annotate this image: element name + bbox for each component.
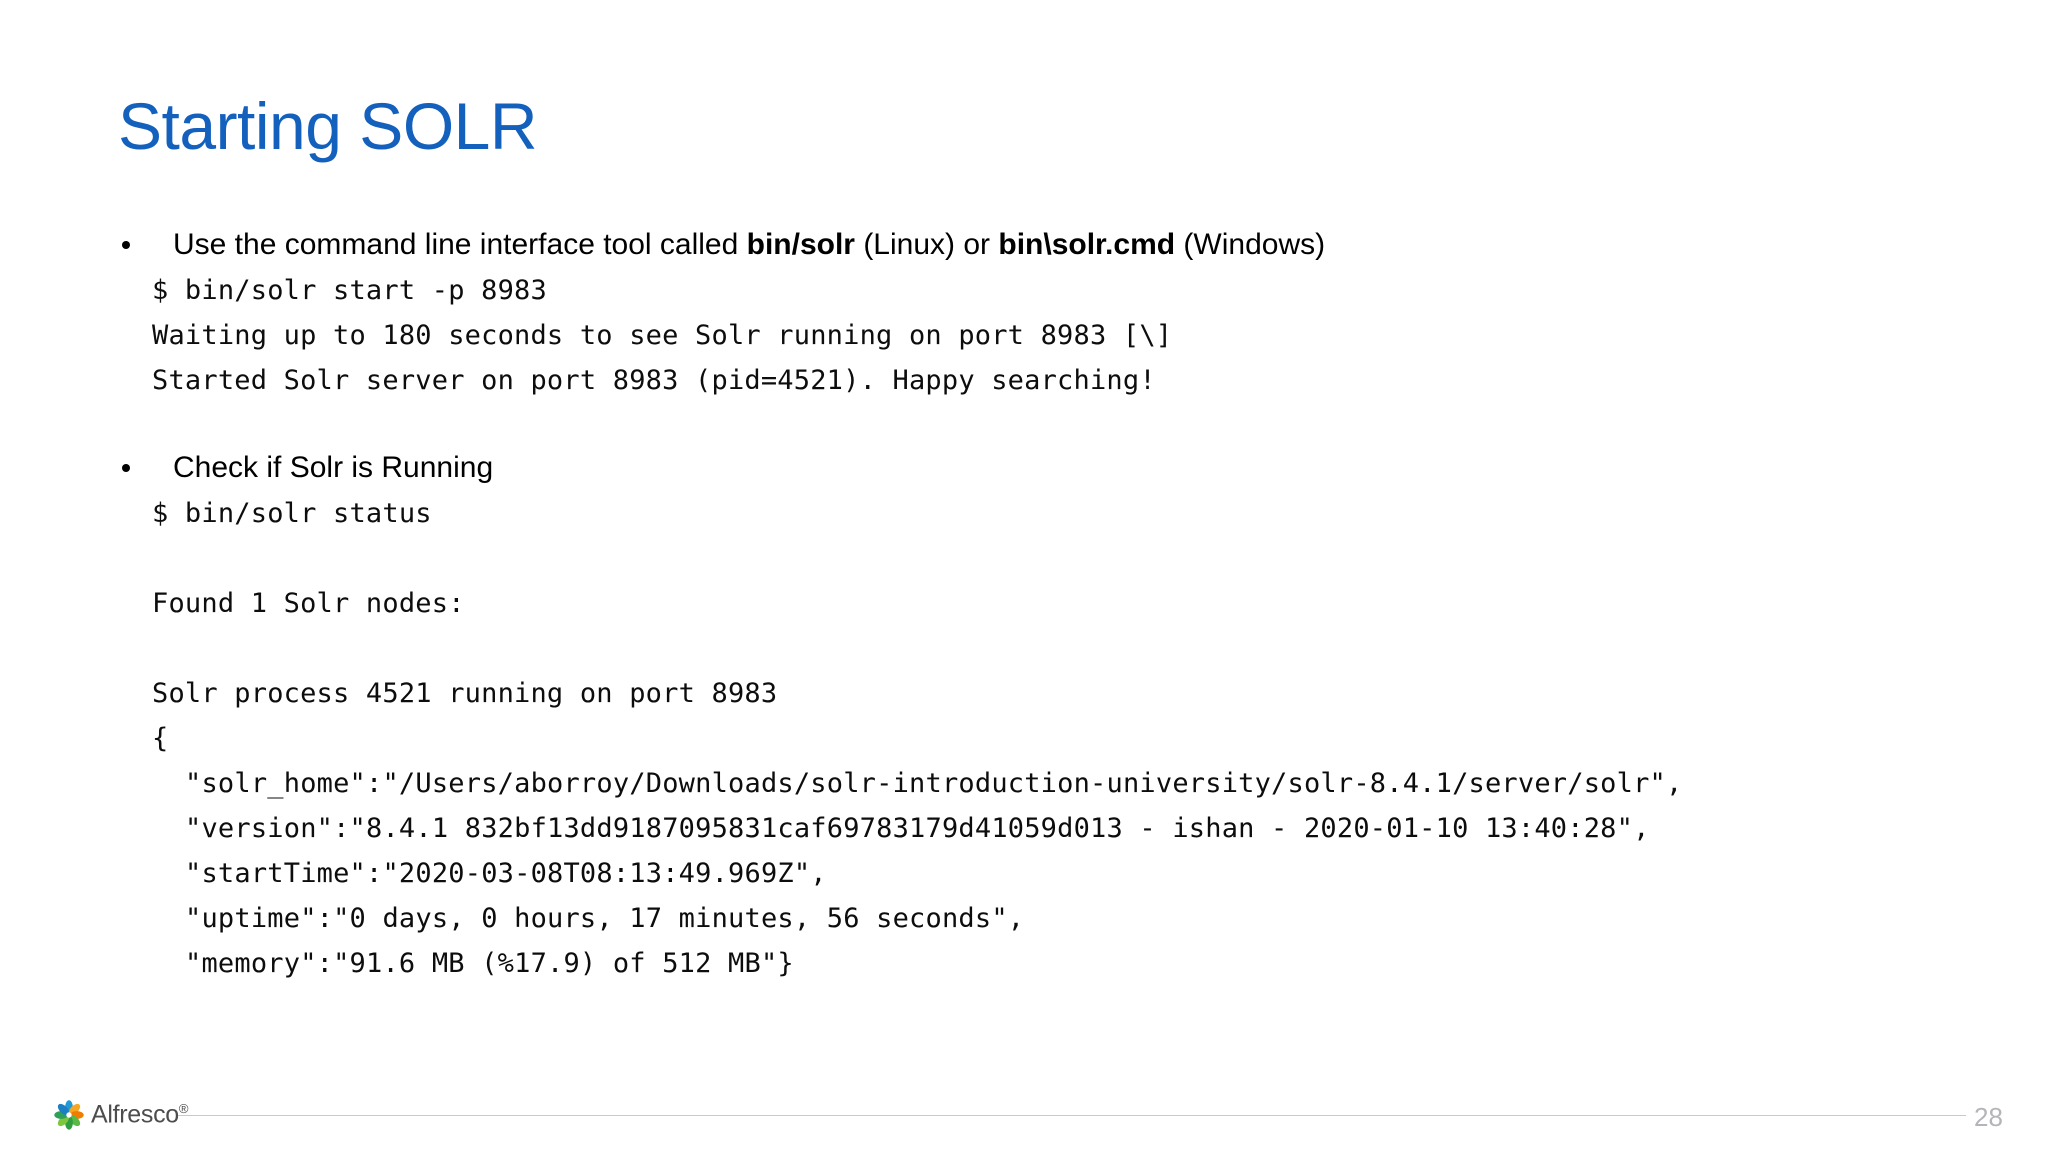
code-line-blank (0, 536, 2048, 581)
page-title: Starting SOLR (118, 89, 538, 163)
code-line-found-nodes: Found 1 Solr nodes: (152, 588, 465, 619)
bullet-item-label: Check if Solr is Running (173, 451, 494, 484)
bullet-item-use-cli: Use the command line interface tool call… (0, 222, 2048, 268)
bullet-item-check-running: Check if Solr is Running (0, 445, 2048, 491)
bullet-item-label: Use the command line interface tool call… (173, 227, 1325, 263)
bullet-text-bold-windows: bin\solr.cmd (998, 228, 1176, 261)
code-line-solr-process: Solr process 4521 running on port 8983 (152, 678, 778, 709)
code-line-blank (0, 626, 2048, 671)
code-line-json-uptime: "uptime":"0 days, 0 hours, 17 minutes, 5… (185, 903, 1025, 934)
bullet-text-suffix: (Windows) (1175, 228, 1326, 261)
code-line-waiting: Waiting up to 180 seconds to see Solr ru… (152, 320, 1173, 351)
body-spacer (0, 403, 2048, 445)
bullet-dot-icon (122, 464, 130, 472)
slide-body: Use the command line interface tool call… (0, 222, 2048, 986)
code-line-json-start-time: "startTime":"2020-03-08T08:13:49.969Z", (185, 858, 827, 889)
footer-divider (178, 1115, 1966, 1116)
alfresco-brand-text: Alfresco (91, 1100, 179, 1129)
code-line-brace-open: { (152, 723, 169, 754)
registered-trademark-icon: ® (178, 1101, 189, 1117)
bullet-dot-icon (122, 241, 130, 249)
code-line-json-version: "version":"8.4.1 832bf13dd9187095831caf6… (185, 813, 1650, 844)
alfresco-pinwheel-icon (54, 1100, 84, 1130)
slide-footer: Alfresco® 28 (0, 1072, 2048, 1152)
code-line-start-command: $ bin/solr start -p 8983 (152, 275, 547, 306)
bullet-text-bold-linux: bin/solr (746, 228, 855, 261)
bullet-text-prefix: Use the command line interface tool call… (173, 228, 747, 261)
code-line-started: Started Solr server on port 8983 (pid=45… (152, 365, 1156, 396)
code-line-status-command: $ bin/solr status (152, 498, 432, 529)
bullet-text-mid: (Linux) or (854, 228, 999, 261)
alfresco-logo: Alfresco® (54, 1100, 189, 1130)
code-line-json-memory: "memory":"91.6 MB (%17.9) of 512 MB"} (185, 948, 794, 979)
page-number: 28 (1974, 1102, 2003, 1132)
code-line-json-solr-home: "solr_home":"/Users/aborroy/Downloads/so… (185, 768, 1683, 799)
alfresco-brand-label: Alfresco® (91, 1100, 189, 1129)
